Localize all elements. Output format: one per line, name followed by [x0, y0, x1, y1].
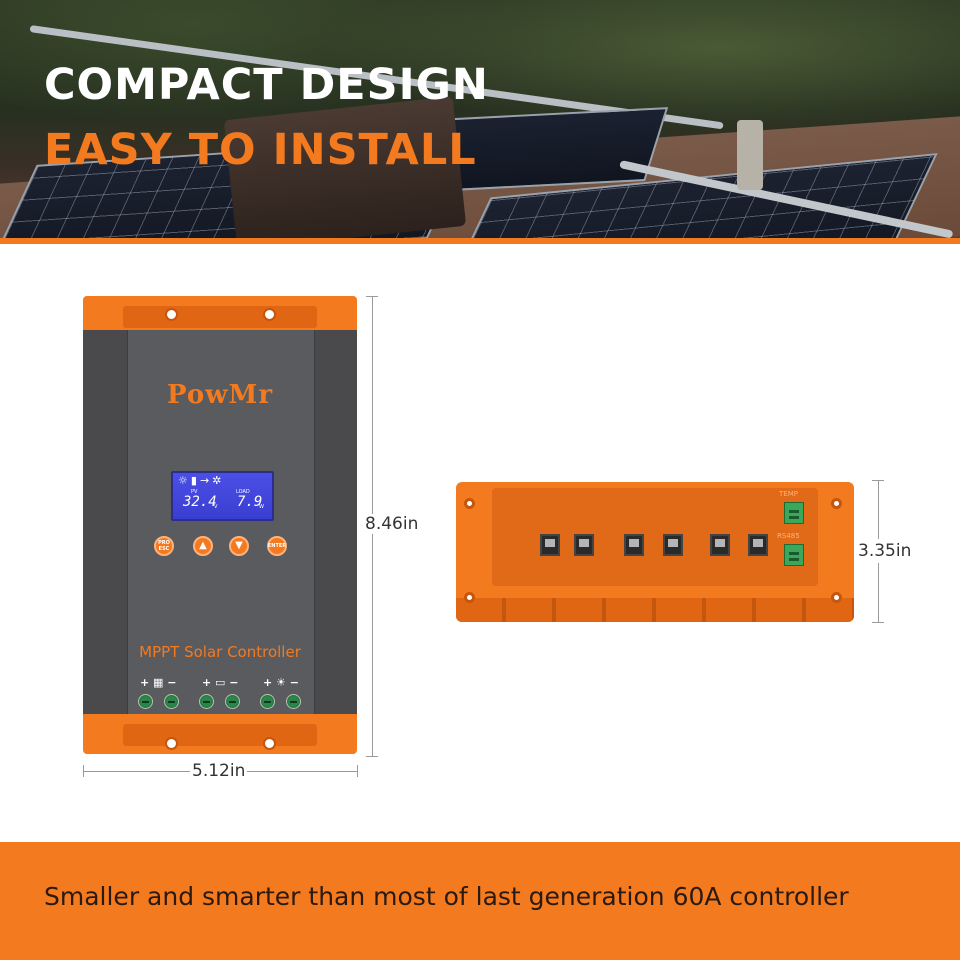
footer-banner: Smaller and smarter than most of last ge…	[0, 842, 960, 960]
controller-front-view: PowMr ☼▮→✲ PV LOAD 32.4 V 7.9 W PRO ESC …	[83, 296, 357, 754]
rail-bracket	[737, 120, 763, 190]
width-dimension: 5.12in	[190, 761, 248, 781]
mount-hole	[263, 737, 276, 750]
footer-tagline: Smaller and smarter than most of last ge…	[44, 882, 849, 911]
pro-esc-button[interactable]: PRO ESC	[154, 536, 174, 556]
lcd-unit-right: W	[259, 504, 264, 510]
dimension-tick	[366, 756, 378, 757]
terminal-screw	[286, 694, 301, 709]
terminal-screw	[260, 694, 275, 709]
terminal-socket	[663, 534, 683, 556]
terminal-socket	[624, 534, 644, 556]
temp-port-label: TEMP	[779, 490, 798, 498]
dimension-tick	[83, 765, 84, 777]
battery-terminal-label: + ▭ −	[202, 676, 239, 689]
hero-title-line1: COMPACT DESIGN	[44, 60, 489, 110]
arrow-icon: →	[199, 474, 213, 487]
terminal-socket	[574, 534, 594, 556]
down-button[interactable]: ▼	[229, 536, 249, 556]
terminal-screw	[138, 694, 153, 709]
mount-bracket-bottom	[83, 714, 357, 754]
height-dimension: 8.46in	[365, 514, 419, 534]
rs485-port-label: RS485	[777, 532, 800, 540]
terminal-socket	[748, 534, 768, 556]
load-icon: ✲	[212, 474, 225, 487]
controller-side-view: TEMP RS485	[456, 482, 854, 622]
lcd-unit-left: V	[214, 504, 218, 510]
lcd-display: ☼▮→✲ PV LOAD 32.4 V 7.9 W	[171, 471, 274, 521]
lcd-pv-label: PV	[191, 489, 198, 495]
controller-face	[127, 330, 315, 720]
load-terminal-label: + ☀ −	[263, 676, 299, 689]
terminal-screw	[225, 694, 240, 709]
terminal-socket	[710, 534, 730, 556]
dimension-tick	[872, 480, 884, 481]
lcd-value-right: 7.9	[237, 494, 263, 510]
sun-icon: ☼	[178, 474, 191, 487]
lcd-value-left: 32.4	[183, 494, 217, 510]
hero-banner: COMPACT DESIGN EASY TO INSTALL	[0, 0, 960, 238]
battery-icon: ▮	[190, 474, 200, 487]
terminal-socket	[540, 534, 560, 556]
mount-hole	[165, 737, 178, 750]
rs485-port	[784, 544, 804, 566]
mount-hole	[831, 498, 842, 509]
lcd-status-icons: ☼▮→✲	[178, 474, 224, 487]
dimension-tick	[366, 296, 378, 297]
depth-dimension: 3.35in	[858, 539, 912, 563]
divider	[0, 238, 960, 244]
brand-logo: PowMr	[166, 380, 274, 410]
mount-hole	[831, 592, 842, 603]
lcd-load-label: LOAD	[236, 489, 250, 495]
terminal-screw	[199, 694, 214, 709]
mount-hole	[165, 308, 178, 321]
terminal-screw	[164, 694, 179, 709]
temp-port	[784, 502, 804, 524]
pv-terminal-label: + ▦ −	[140, 676, 177, 689]
product-label: MPPT Solar Controller	[139, 643, 301, 661]
mount-hole	[464, 498, 475, 509]
up-button[interactable]: ▲	[193, 536, 213, 556]
mount-hole	[263, 308, 276, 321]
enter-button[interactable]: ENTER	[267, 536, 287, 556]
dimension-tick	[872, 622, 884, 623]
dimension-tick	[357, 765, 358, 777]
hero-title-line2: EASY TO INSTALL	[44, 125, 477, 175]
mount-bracket-top	[83, 296, 357, 336]
side-fins	[456, 598, 854, 622]
mount-hole	[464, 592, 475, 603]
